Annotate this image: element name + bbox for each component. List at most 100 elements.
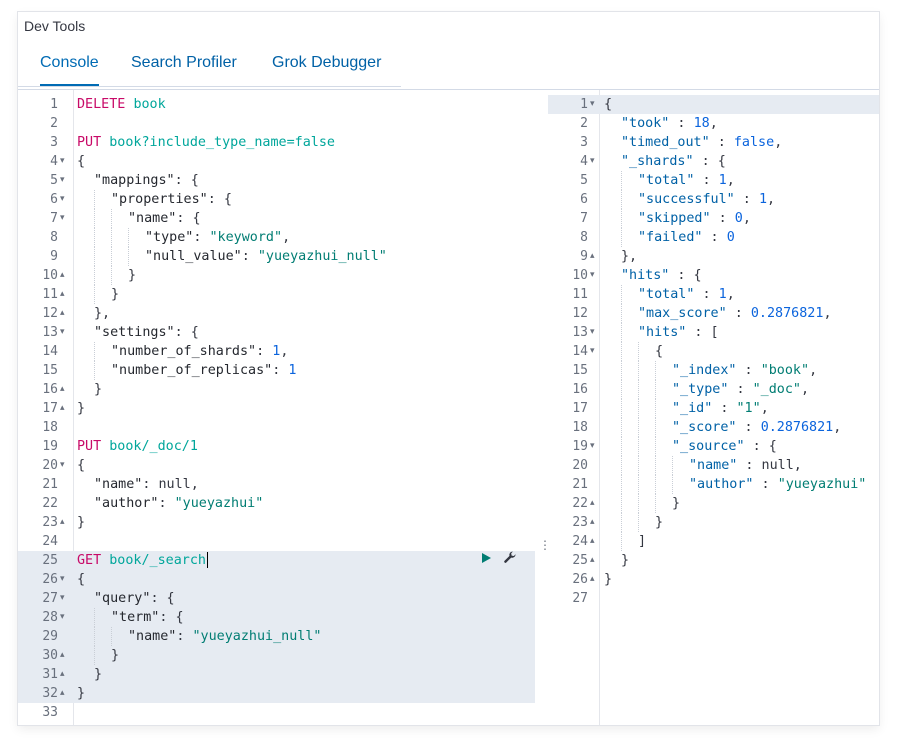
- code-line[interactable]: 12▴},: [18, 304, 535, 323]
- code-line[interactable]: 26▾{: [18, 570, 535, 589]
- code-line[interactable]: 14"number_of_shards": 1,: [18, 342, 535, 361]
- code-line[interactable]: 27▾"query": {: [18, 589, 535, 608]
- code-text: "type": "keyword",: [77, 228, 290, 247]
- fold-close-icon[interactable]: ▴: [590, 536, 595, 546]
- tab-search-profiler[interactable]: Search Profiler: [131, 54, 237, 71]
- play-icon[interactable]: [478, 550, 494, 566]
- indent-guide: [604, 133, 621, 152]
- fold-close-icon[interactable]: ▴: [60, 270, 65, 280]
- code-text: "took" : 18,: [604, 114, 718, 133]
- code-line[interactable]: 24: [18, 532, 535, 551]
- fold-open-icon[interactable]: ▾: [60, 574, 65, 584]
- code-line[interactable]: 13▾"settings": {: [18, 323, 535, 342]
- token-punc: {: [655, 344, 664, 359]
- code-line[interactable]: 6▾"properties": {: [18, 190, 535, 209]
- fold-close-icon[interactable]: ▴: [590, 517, 595, 527]
- code-line[interactable]: 9"null_value": "yueyazhui_null": [18, 247, 535, 266]
- fold-close-icon[interactable]: ▴: [60, 384, 65, 394]
- code-line[interactable]: 22"author": "yueyazhui": [18, 494, 535, 513]
- indent-guide: [604, 342, 621, 361]
- fold-open-icon[interactable]: ▾: [590, 327, 595, 337]
- response-line: 15"_index" : "book",: [548, 361, 879, 380]
- pane-resizer[interactable]: ⋮: [535, 90, 551, 725]
- code-line[interactable]: 8"type": "keyword",: [18, 228, 535, 247]
- code-text: }: [604, 570, 612, 589]
- token-punc: : {: [159, 610, 184, 625]
- fold-open-icon[interactable]: ▾: [590, 270, 595, 280]
- fold-close-icon[interactable]: ▴: [590, 251, 595, 261]
- code-line[interactable]: 18: [18, 418, 535, 437]
- code-line[interactable]: 15"number_of_replicas": 1: [18, 361, 535, 380]
- code-line[interactable]: 16▴}: [18, 380, 535, 399]
- token-key: "number_of_replicas": [111, 363, 273, 378]
- code-text: }: [604, 494, 680, 513]
- code-line[interactable]: 32▴}: [18, 684, 535, 703]
- code-line[interactable]: 2: [18, 114, 535, 133]
- fold-open-icon[interactable]: ▾: [60, 612, 65, 622]
- line-number: 25: [42, 553, 58, 568]
- fold-open-icon[interactable]: ▾: [60, 156, 65, 166]
- fold-open-icon[interactable]: ▾: [60, 194, 65, 204]
- wrench-icon[interactable]: [502, 550, 518, 566]
- code-line[interactable]: 4▾{: [18, 152, 535, 171]
- fold-open-icon[interactable]: ▾: [590, 441, 595, 451]
- tab-grok-debugger[interactable]: Grok Debugger: [272, 54, 382, 71]
- line-number: 16: [42, 382, 58, 397]
- code-line[interactable]: 11▴}: [18, 285, 535, 304]
- code-line[interactable]: 23▴}: [18, 513, 535, 532]
- code-line[interactable]: 29"name": "yueyazhui_null": [18, 627, 535, 646]
- indent-guide: [655, 437, 672, 456]
- fold-close-icon[interactable]: ▴: [590, 574, 595, 584]
- fold-open-icon[interactable]: ▾: [590, 156, 595, 166]
- fold-open-icon[interactable]: ▾: [590, 99, 595, 109]
- tab-console[interactable]: Console: [40, 54, 99, 86]
- fold-open-icon[interactable]: ▾: [60, 213, 65, 223]
- indent-guide: [94, 361, 111, 380]
- code-line[interactable]: 33: [18, 703, 535, 722]
- fold-close-icon[interactable]: ▴: [60, 688, 65, 698]
- fold-open-icon[interactable]: ▾: [590, 346, 595, 356]
- code-line[interactable]: 28▾"term": {: [18, 608, 535, 627]
- line-number: 22: [42, 496, 58, 511]
- fold-open-icon[interactable]: ▾: [60, 460, 65, 470]
- line-number: 10: [42, 268, 58, 283]
- fold-open-icon[interactable]: ▾: [60, 175, 65, 185]
- fold-close-icon[interactable]: ▴: [60, 517, 65, 527]
- token-punc: : {: [744, 439, 777, 454]
- fold-close-icon[interactable]: ▴: [590, 498, 595, 508]
- code-line[interactable]: 31▴}: [18, 665, 535, 684]
- code-line[interactable]: 30▴}: [18, 646, 535, 665]
- fold-close-icon[interactable]: ▴: [60, 289, 65, 299]
- token-punc: :: [736, 420, 761, 435]
- fold-close-icon[interactable]: ▴: [60, 650, 65, 660]
- token-punc: ,: [833, 420, 842, 435]
- code-line[interactable]: 20▾{: [18, 456, 535, 475]
- code-line[interactable]: 10▴}: [18, 266, 535, 285]
- code-text: }: [77, 399, 85, 418]
- indent-guide: [655, 456, 672, 475]
- code-line[interactable]: 5▾"mappings": {: [18, 171, 535, 190]
- code-line[interactable]: 7▾"name": {: [18, 209, 535, 228]
- code-line[interactable]: 17▴}: [18, 399, 535, 418]
- line-number: 20: [42, 458, 58, 473]
- indent-guide: [77, 475, 94, 494]
- line-number: 19: [572, 439, 588, 454]
- fold-open-icon[interactable]: ▾: [60, 327, 65, 337]
- fold-close-icon[interactable]: ▴: [60, 308, 65, 318]
- token-rkey: "successful": [638, 192, 735, 207]
- line-number: 18: [572, 420, 588, 435]
- fold-open-icon[interactable]: ▾: [60, 593, 65, 603]
- code-text: }: [77, 266, 136, 285]
- code-line[interactable]: 21"name": null,: [18, 475, 535, 494]
- code-text: "number_of_replicas": 1: [77, 361, 296, 380]
- token-punc: :: [736, 363, 761, 378]
- fold-close-icon[interactable]: ▴: [60, 403, 65, 413]
- fold-close-icon[interactable]: ▴: [60, 669, 65, 679]
- fold-close-icon[interactable]: ▴: [590, 555, 595, 565]
